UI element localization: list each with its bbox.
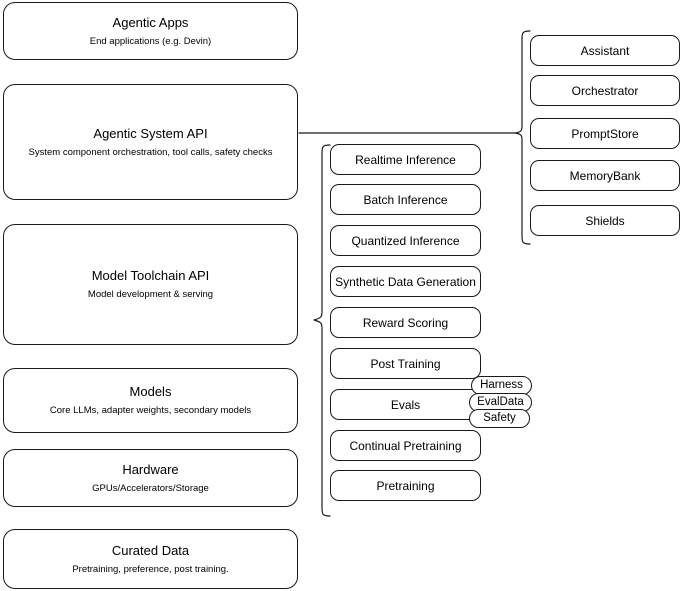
agentic-component-memorybank[interactable]: MemoryBank [530, 160, 680, 191]
toolchain-chip-continual-pretraining[interactable]: Continual Pretraining [330, 430, 481, 461]
evals-pill-safety[interactable]: Safety [469, 409, 530, 428]
stack-layer-title: Hardware [122, 461, 179, 477]
stack-layer-models[interactable]: Models Core LLMs, adapter weights, secon… [3, 368, 298, 433]
stack-layer-title: Agentic Apps [112, 14, 189, 30]
stack-layer-description: System component orchestration, tool cal… [28, 146, 273, 158]
toolchain-chip-realtime-inference[interactable]: Realtime Inference [330, 144, 481, 175]
toolchain-chip-reward-scoring[interactable]: Reward Scoring [330, 307, 481, 338]
stack-layer-description: End applications (e.g. Devin) [89, 35, 212, 47]
toolchain-chip-quantized-inference[interactable]: Quantized Inference [330, 225, 481, 256]
stack-layer-agentic-apps[interactable]: Agentic Apps End applications (e.g. Devi… [3, 2, 298, 60]
brace-agentic-system-components [514, 30, 531, 245]
stack-layer-title: Models [129, 384, 172, 399]
toolchain-chip-pretraining[interactable]: Pretraining [330, 470, 481, 501]
agentic-component-promptstore[interactable]: PromptStore [530, 118, 680, 149]
agentic-component-shields[interactable]: Shields [530, 205, 680, 236]
stack-layer-agentic-system-api[interactable]: Agentic System API System component orch… [3, 84, 298, 200]
stack-layer-description: Model development & serving [87, 289, 214, 300]
stack-layer-description: GPUs/Accelerators/Storage [92, 482, 209, 494]
agentic-component-assistant[interactable]: Assistant [530, 35, 680, 66]
toolchain-chip-batch-inference[interactable]: Batch Inference [330, 184, 481, 215]
stack-layer-title: Model Toolchain API [91, 268, 210, 283]
agentic-component-orchestrator[interactable]: Orchestrator [530, 75, 680, 106]
stack-layer-description: Pretraining, preference, post training. [72, 563, 229, 575]
brace-toolchain-capabilities [313, 144, 331, 517]
toolchain-chip-evals[interactable]: Evals [330, 389, 481, 420]
stack-layer-curated-data[interactable]: Curated Data Pretraining, preference, po… [3, 529, 298, 589]
toolchain-chip-synthetic-data-generation[interactable]: Synthetic Data Generation [330, 266, 481, 297]
toolchain-chip-post-training[interactable]: Post Training [330, 348, 481, 379]
stack-layer-model-toolchain-api[interactable]: Model Toolchain API Model development & … [3, 224, 298, 345]
stack-layer-title: Agentic System API [93, 125, 208, 141]
stack-layer-title: Curated Data [111, 542, 190, 558]
stack-layer-description: Core LLMs, adapter weights, secondary mo… [49, 405, 252, 416]
stack-layer-hardware[interactable]: Hardware GPUs/Accelerators/Storage [3, 449, 298, 507]
